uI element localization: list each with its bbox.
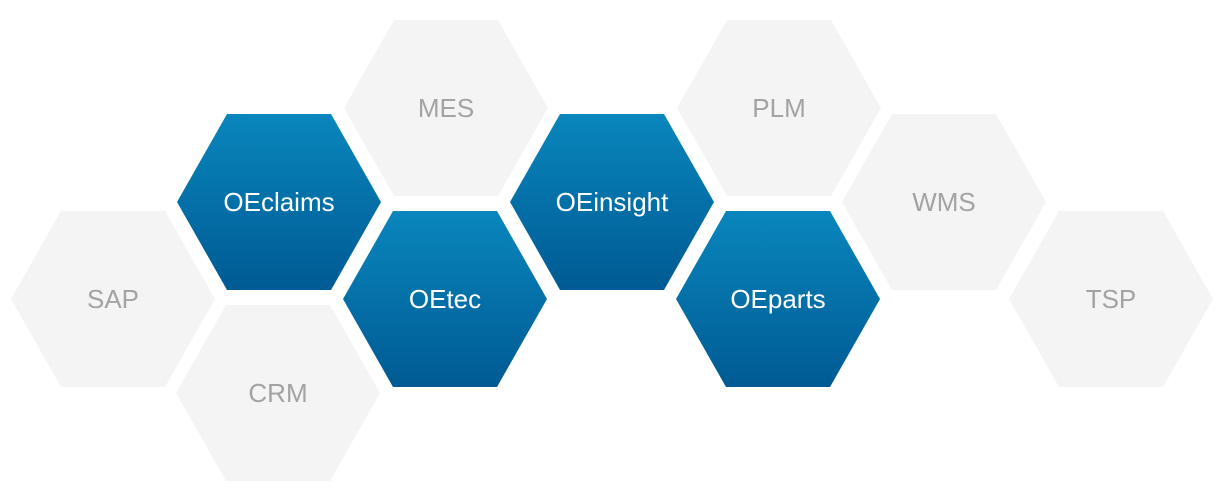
hexagon-shape-oeinsight — [510, 114, 714, 290]
hexagon-shape-sap — [11, 211, 215, 387]
hexagon-label-oeinsight: OEinsight — [556, 187, 669, 217]
hexagon-label-crm: CRM — [248, 378, 307, 408]
hexagon-label-sap: SAP — [87, 284, 139, 314]
hexagon-shape-tsp — [1009, 211, 1213, 387]
hexagon-label-oetec: OEtec — [409, 284, 481, 314]
hexagon-shape-wms — [842, 114, 1046, 290]
hexagon-shape-crm — [176, 305, 380, 481]
hexagon-oeinsight: OEinsight — [510, 114, 714, 290]
hexagon-shape-plm — [677, 20, 881, 196]
hexagon-sap: SAP — [11, 211, 215, 387]
hexagon-shape-oetec — [343, 211, 547, 387]
hexagon-shape-oeparts — [676, 211, 880, 387]
hexagon-label-oeclaims: OEclaims — [223, 187, 334, 217]
hexagon-tsp: TSP — [1009, 211, 1213, 387]
hexagon-wms: WMS — [842, 114, 1046, 290]
hexagon-crm: CRM — [176, 305, 380, 481]
hexagon-label-mes: MES — [418, 93, 474, 123]
hexagon-oeparts: OEparts — [676, 211, 880, 387]
hexagon-label-plm: PLM — [752, 93, 805, 123]
hexagon-layer: SAP CRM OEclaims MES OEtec OEinsight PLM OEpart… — [11, 20, 1213, 481]
hexagon-plm: PLM — [677, 20, 881, 196]
hexagon-shape-mes — [344, 20, 548, 196]
hexagon-label-wms: WMS — [912, 187, 976, 217]
hexagon-label-tsp: TSP — [1086, 284, 1137, 314]
hexagon-label-oeparts: OEparts — [730, 284, 825, 314]
hexagon-shape-oeclaims — [177, 114, 381, 290]
hexagon-oeclaims: OEclaims — [177, 114, 381, 290]
hexagon-oetec: OEtec — [343, 211, 547, 387]
hexagon-mes: MES — [344, 20, 548, 196]
